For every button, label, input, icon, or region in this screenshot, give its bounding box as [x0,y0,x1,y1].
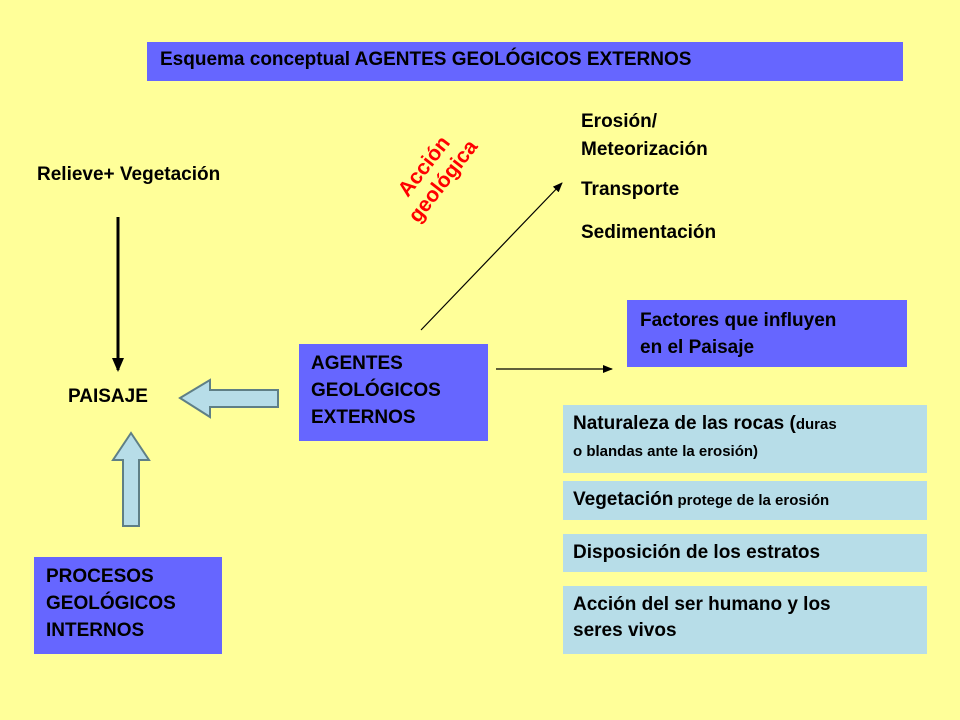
agentes-externos-box: AGENTES GEOLÓGICOS EXTERNOS [299,344,488,441]
procesos-line-2: GEOLÓGICOS [46,593,176,614]
factor-accion-humana-line-1: Acción del ser humano y los [573,594,831,615]
factor-naturaleza-rocas: Naturaleza de las rocas (duras o blandas… [563,405,927,473]
acciones-list: Erosión/ Meteorización Transporte Sedime… [581,108,716,262]
factores-title-line-1: Factores que influyen [640,310,837,331]
paisaje-label: PAISAJE [68,386,148,407]
factor-vegetacion-main: Vegetación [573,489,674,510]
accion-erosion: Erosión/ Meteorización [581,108,716,164]
relieve-vegetacion-label: Relieve+ Vegetación [37,164,221,185]
agentes-line-2: GEOLÓGICOS [311,380,441,401]
agentes-line-3: EXTERNOS [311,407,416,428]
accion-erosion-line-2: Meteorización [581,139,708,160]
factor-naturaleza-small-b: o blandas ante la erosión) [573,443,759,460]
arrow-accion-geologica [420,182,563,331]
factor-naturaleza-main: Naturaleza de las rocas ( [573,413,796,434]
arrow-agentes-to-paisaje [178,378,279,419]
diagram-title: Esquema conceptual AGENTES GEOLÓGICOS EX… [147,42,903,81]
factor-vegetacion: Vegetación protege de la erosión [563,481,927,520]
arrow-procesos-to-paisaje [111,431,151,527]
procesos-internos-box: PROCESOS GEOLÓGICOS INTERNOS [34,557,222,654]
factores-title-box: Factores que influyen en el Paisaje [627,300,907,367]
accion-transporte: Transporte [581,179,680,200]
factor-disposicion-estratos: Disposición de los estratos [563,534,927,572]
factor-naturaleza-small-a: duras [795,416,837,433]
accion-erosion-line-1: Erosión/ [581,111,658,132]
procesos-line-3: INTERNOS [46,620,145,641]
agentes-line-1: AGENTES [311,353,403,374]
factores-title-line-2: en el Paisaje [640,337,755,358]
factor-vegetacion-small: protege de la erosión [673,492,830,509]
accion-sedimentacion: Sedimentación [581,222,717,243]
procesos-line-1: PROCESOS [46,566,154,587]
factor-accion-humana: Acción del ser humano y los seres vivos [563,586,927,654]
factor-accion-humana-line-2: seres vivos [573,620,677,641]
